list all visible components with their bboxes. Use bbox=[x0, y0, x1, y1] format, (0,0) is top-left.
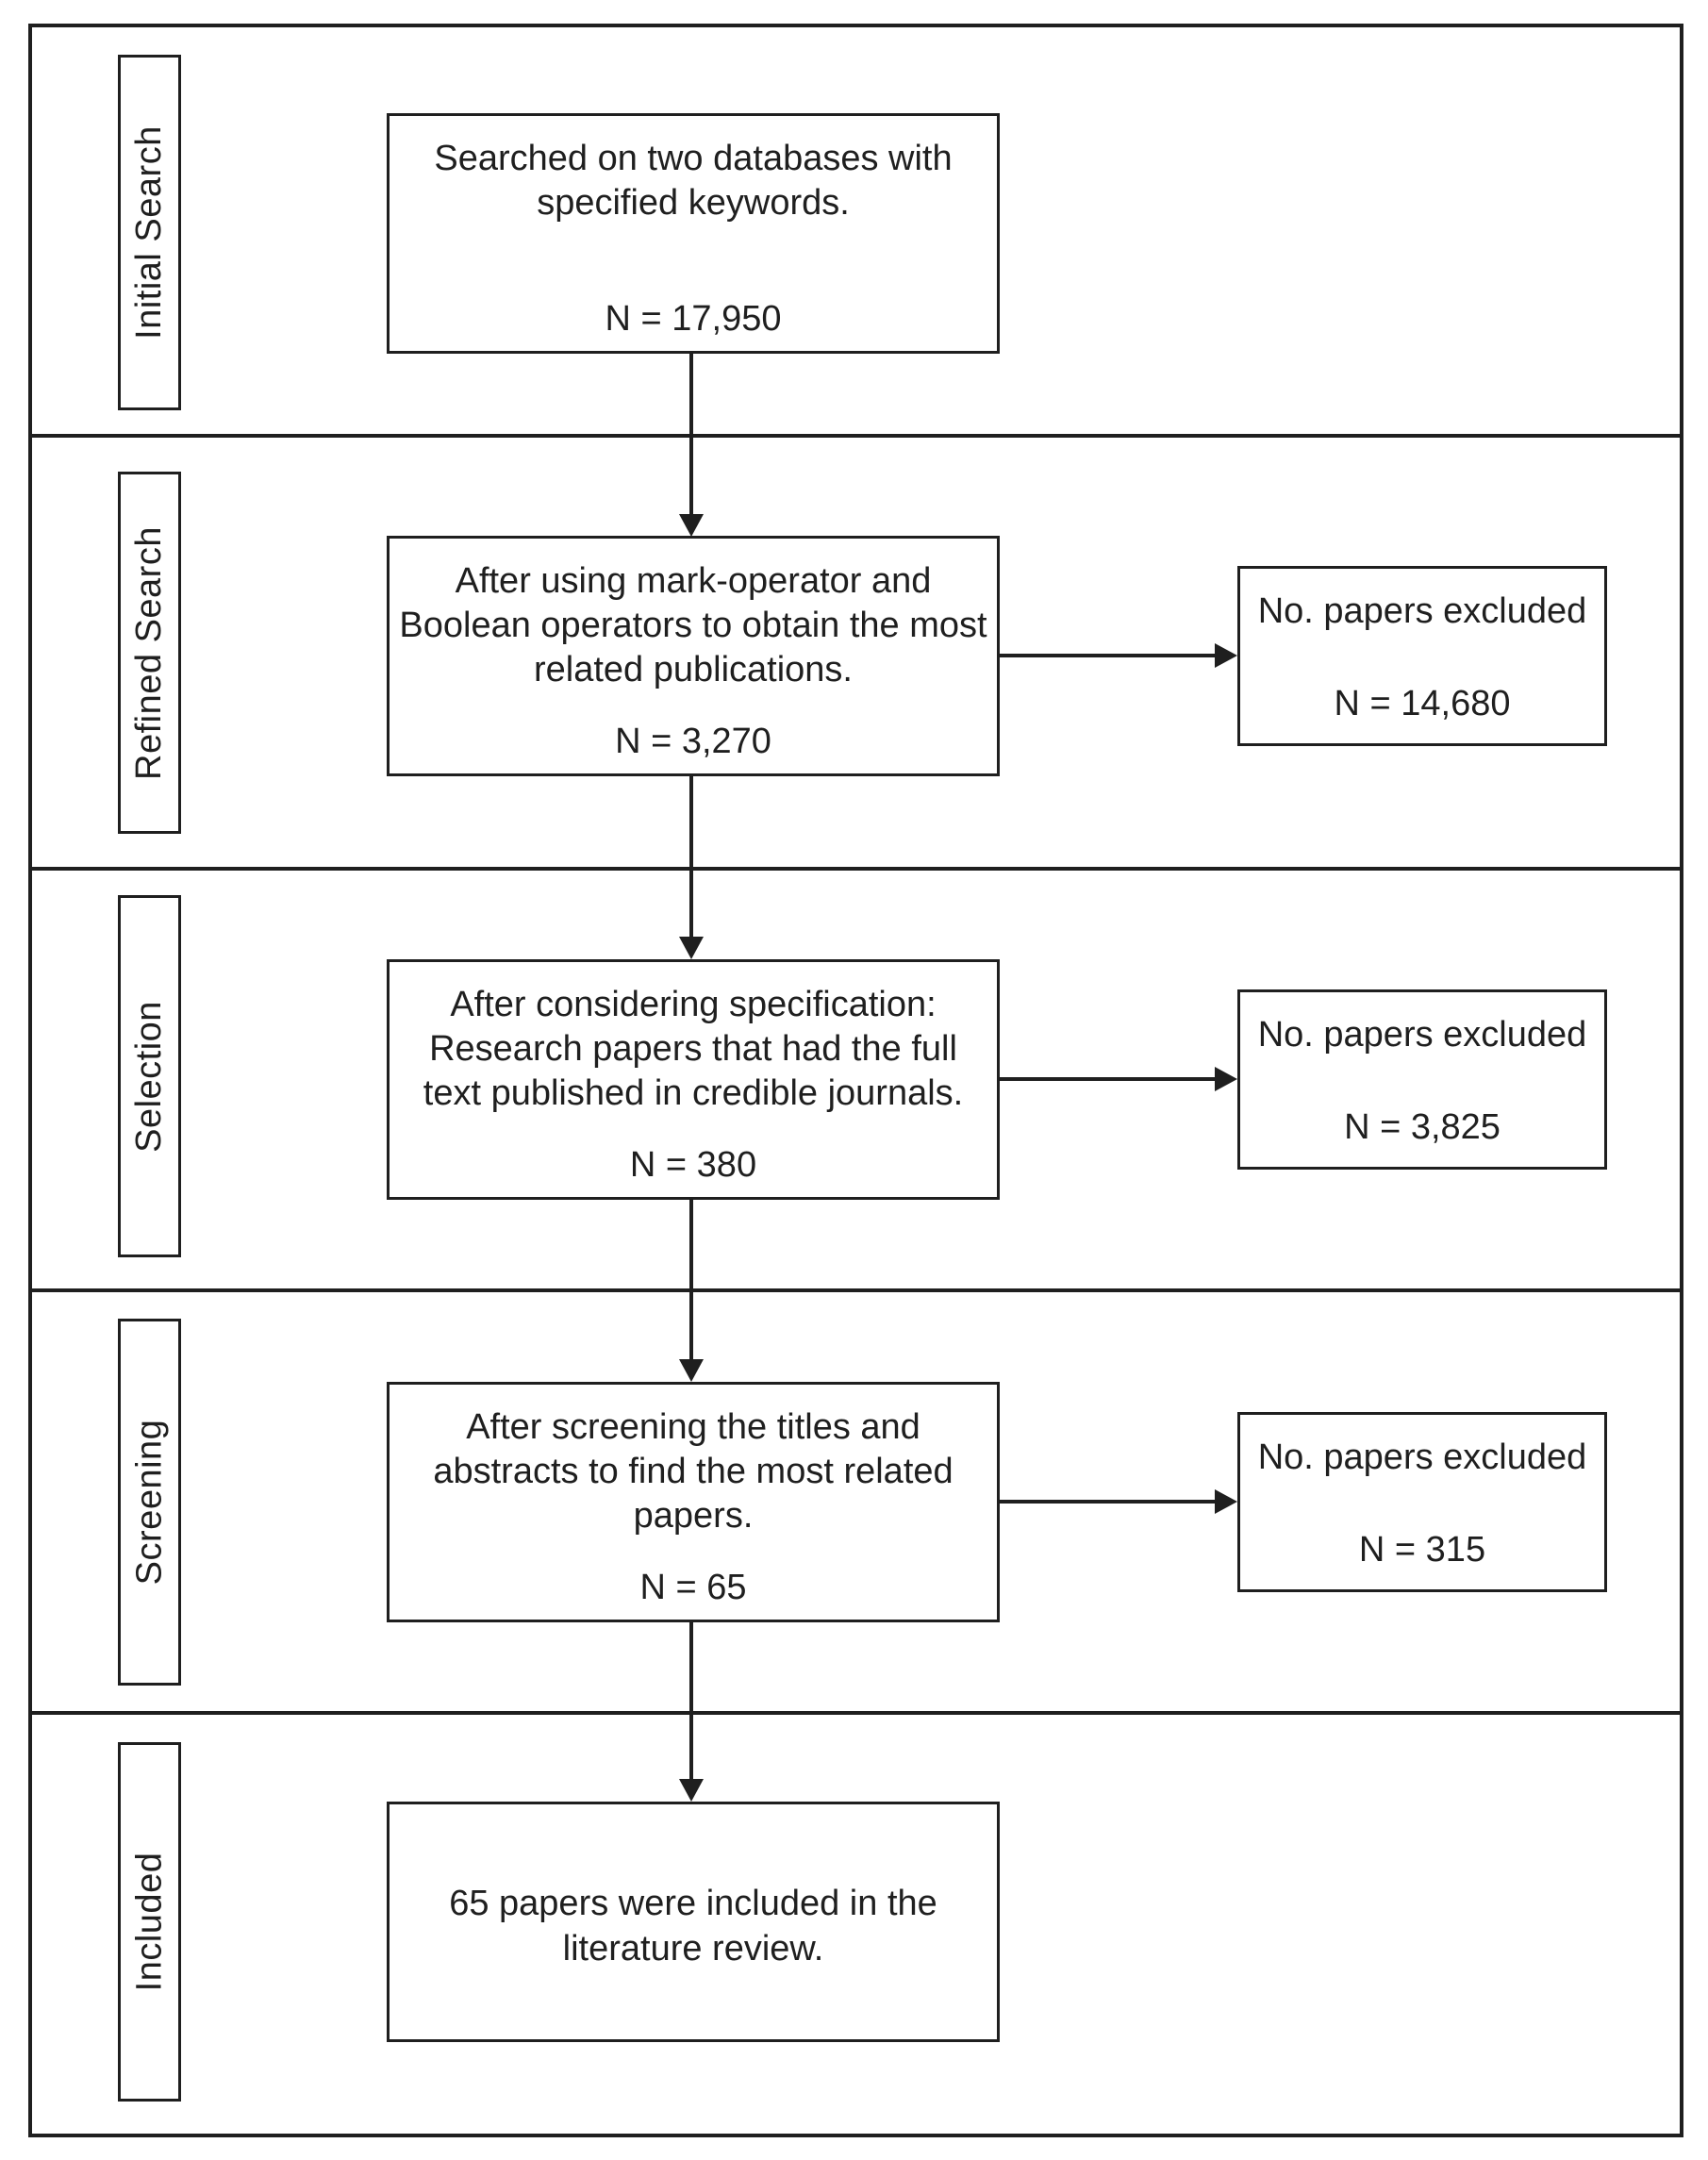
stage-label-text: Initial Search bbox=[129, 125, 170, 340]
main-box-count: N = 3,270 bbox=[615, 722, 771, 762]
arrow-right-head-3 bbox=[1215, 1489, 1237, 1514]
stage-label-text: Included bbox=[129, 1852, 170, 1992]
main-box-description: After considering specification: Researc… bbox=[423, 985, 964, 1114]
stage-label-refined-search: Refined Search bbox=[118, 472, 181, 834]
arrow-right-shaft-3 bbox=[1000, 1500, 1217, 1504]
main-box-count: N = 380 bbox=[629, 1145, 757, 1186]
arrow-down-shaft-4 bbox=[689, 1622, 693, 1781]
arrow-right-shaft-1 bbox=[1000, 654, 1217, 657]
main-box-description: Searched on two databases with specified… bbox=[434, 139, 953, 224]
stage-band-included bbox=[28, 1711, 1683, 2137]
main-box-count: N = 65 bbox=[639, 1568, 747, 1608]
excluded-box-title: No. papers excluded bbox=[1257, 1437, 1587, 1477]
stage-label-included: Included bbox=[118, 1742, 181, 2102]
excluded-box-count: N = 14,680 bbox=[1334, 684, 1511, 724]
stage-label-text: Refined Search bbox=[129, 525, 169, 780]
excluded-box-count: N = 3,825 bbox=[1344, 1107, 1501, 1148]
main-box-selection: After considering specification: Researc… bbox=[387, 959, 1000, 1200]
excluded-box-count: N = 315 bbox=[1358, 1530, 1486, 1570]
stage-label-text: Screening bbox=[129, 1419, 169, 1586]
main-box-count: N = 17,950 bbox=[605, 299, 782, 340]
arrow-right-head-2 bbox=[1215, 1067, 1237, 1091]
excluded-box-selection: No. papers excluded N = 3,825 bbox=[1237, 989, 1607, 1170]
main-box-description: After screening the titles and abstracts… bbox=[433, 1407, 953, 1537]
arrow-down-head-1 bbox=[679, 514, 704, 537]
main-box-description: After using mark-operator and Boolean op… bbox=[399, 561, 987, 690]
excluded-box-title: No. papers excluded bbox=[1257, 1015, 1587, 1055]
arrow-down-head-3 bbox=[679, 1359, 704, 1382]
stage-label-selection: Selection bbox=[118, 895, 181, 1257]
arrow-down-head-2 bbox=[679, 937, 704, 959]
arrow-down-shaft-2 bbox=[689, 776, 693, 939]
excluded-box-title: No. papers excluded bbox=[1257, 591, 1587, 631]
excluded-box-screening: No. papers excluded N = 315 bbox=[1237, 1412, 1607, 1592]
stage-label-screening: Screening bbox=[118, 1319, 181, 1686]
excluded-box-refined-search: No. papers excluded N = 14,680 bbox=[1237, 566, 1607, 746]
main-box-initial-search: Searched on two databases with specified… bbox=[387, 113, 1000, 354]
main-box-screening: After screening the titles and abstracts… bbox=[387, 1382, 1000, 1622]
arrow-right-head-1 bbox=[1215, 643, 1237, 668]
stage-label-text: Selection bbox=[129, 1000, 170, 1153]
stage-label-initial-search: Initial Search bbox=[118, 55, 181, 410]
arrow-right-shaft-2 bbox=[1000, 1077, 1217, 1081]
main-box-description: 65 papers were included in the literatur… bbox=[449, 1884, 937, 1969]
main-box-refined-search: After using mark-operator and Boolean op… bbox=[387, 536, 1000, 776]
main-box-included: 65 papers were included in the literatur… bbox=[387, 1802, 1000, 2042]
arrow-down-shaft-3 bbox=[689, 1200, 693, 1361]
arrow-down-head-4 bbox=[679, 1779, 704, 1802]
arrow-down-shaft-1 bbox=[689, 354, 693, 516]
